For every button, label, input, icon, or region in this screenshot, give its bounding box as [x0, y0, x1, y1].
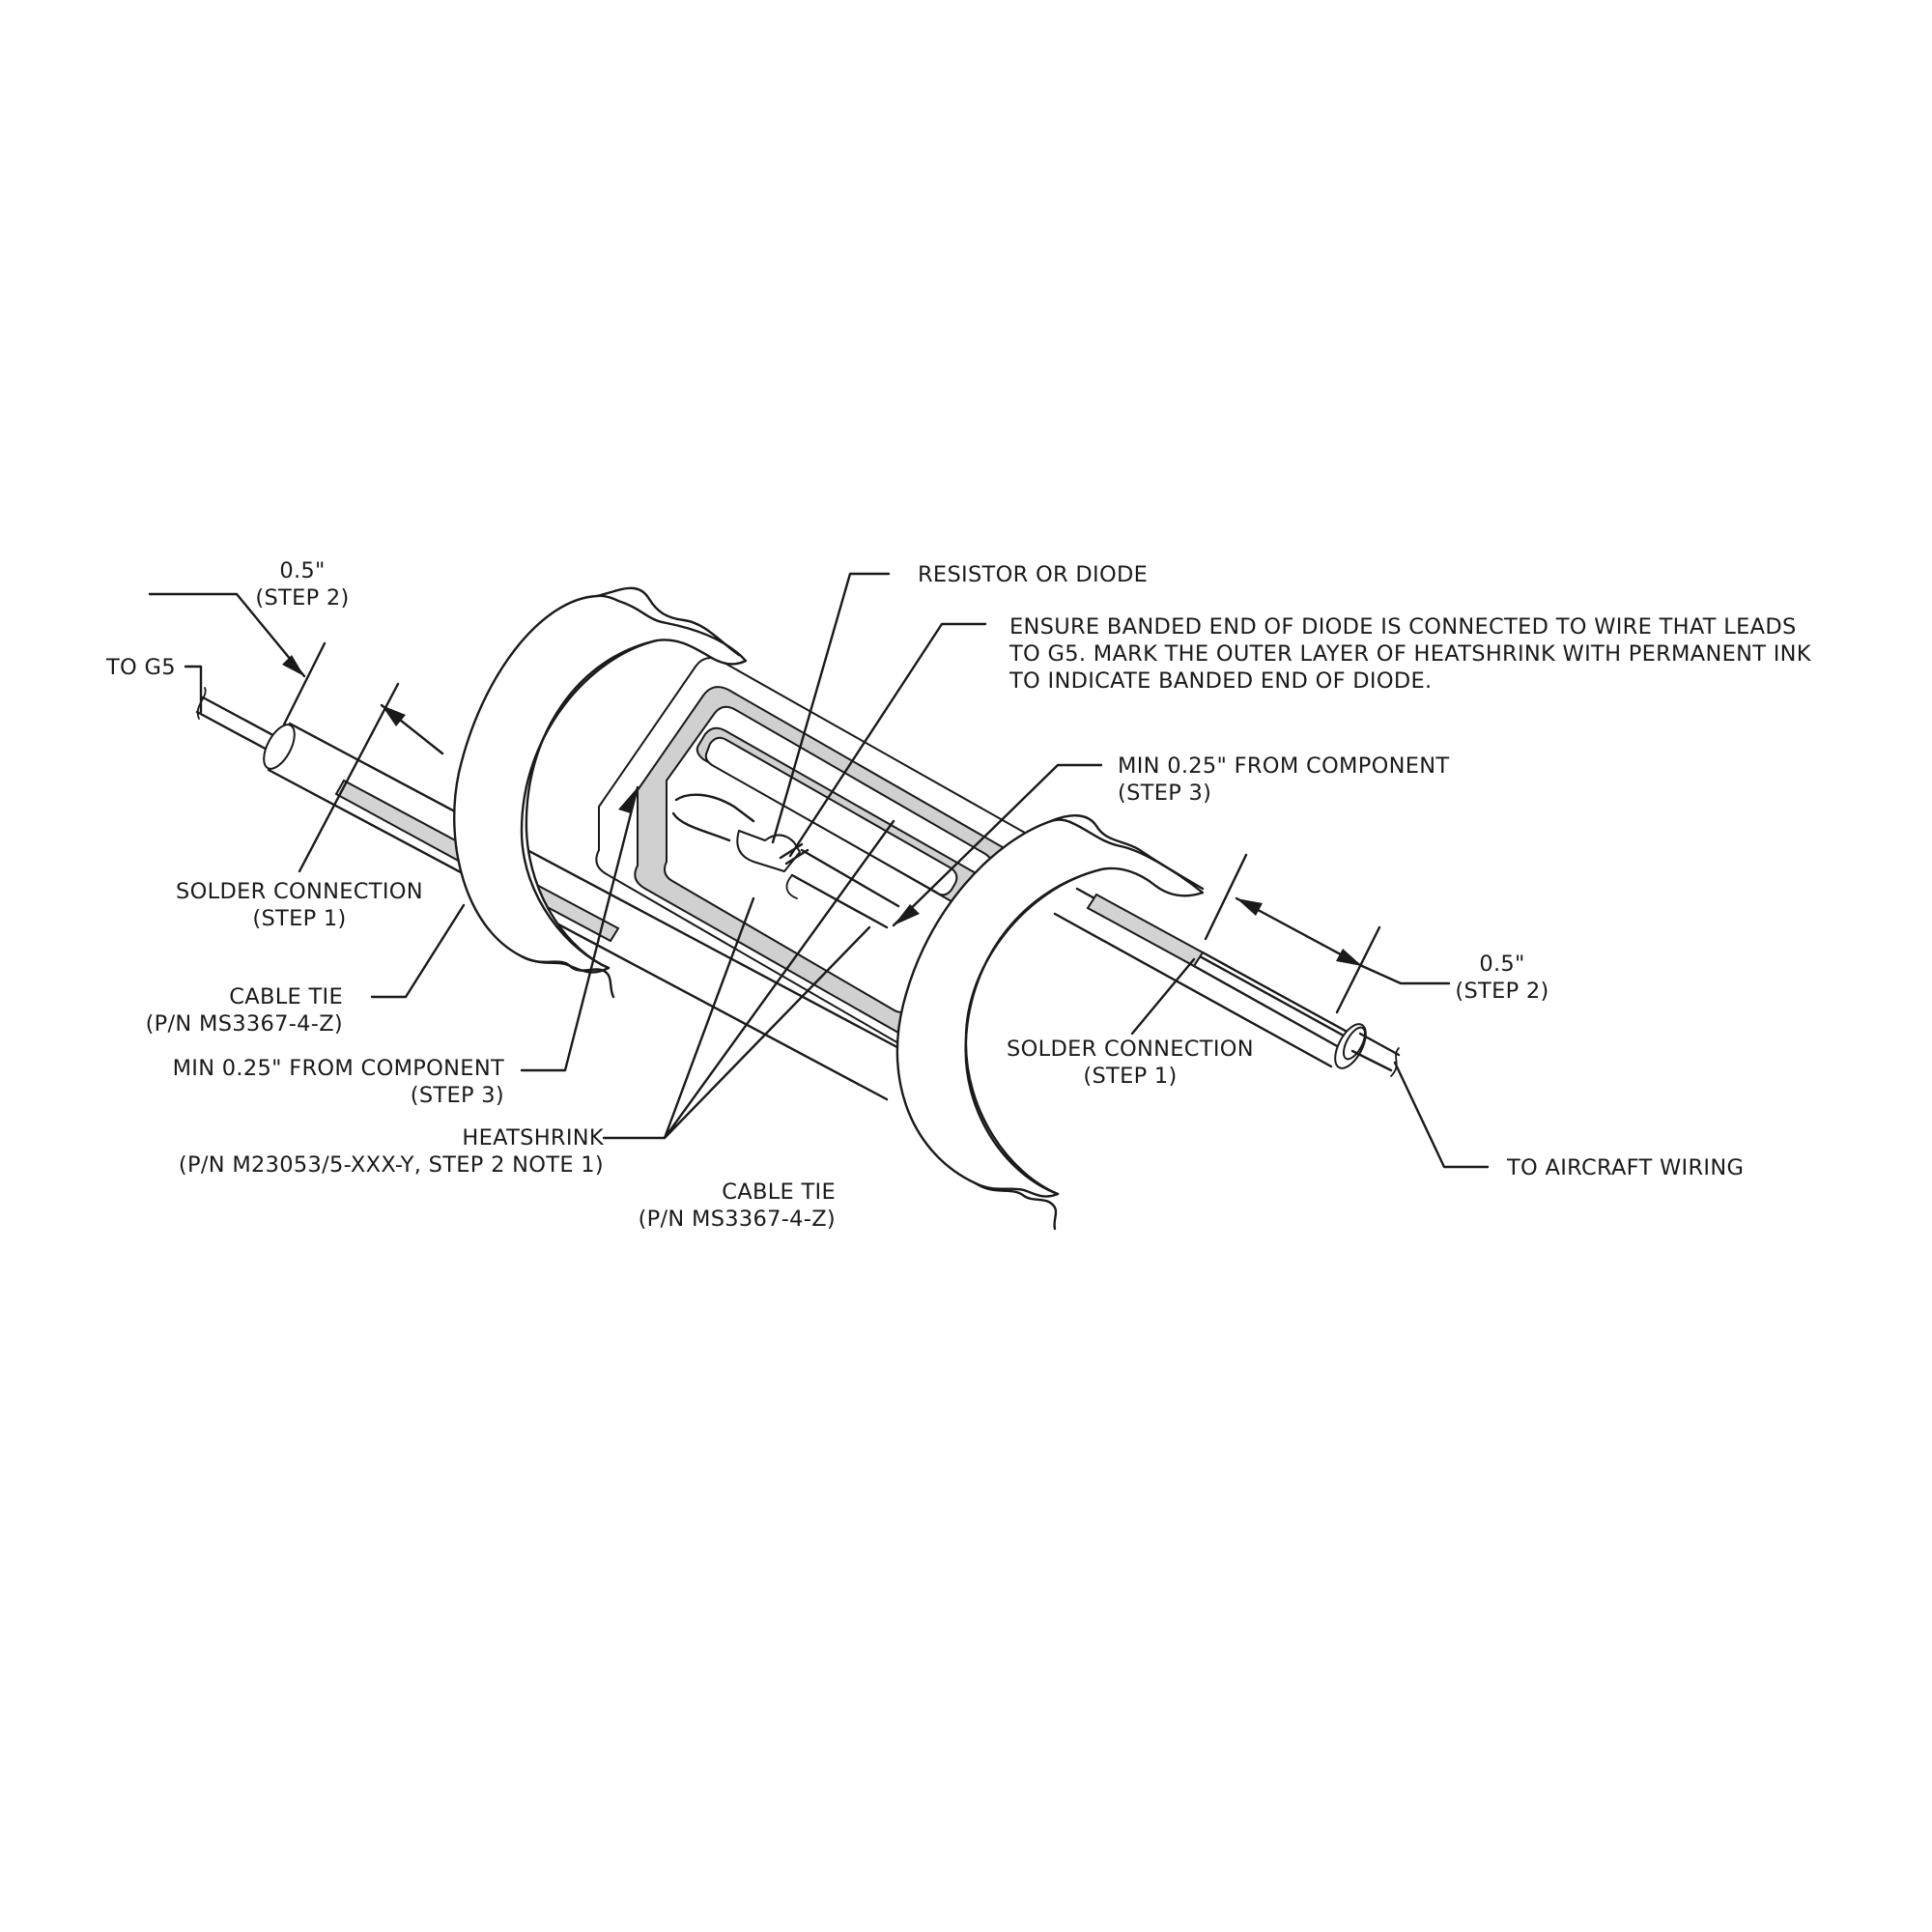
dim-right-ext-1	[1204, 853, 1248, 941]
left-sleeve-outline	[267, 722, 910, 1101]
min-right-arrow	[894, 904, 920, 925]
cable-tie-left-tail-top	[595, 586, 741, 657]
top-left-dimension-step: (STEP 2)	[255, 585, 349, 611]
dim-left-leader	[148, 592, 306, 678]
cable-tie-left-leader	[370, 903, 466, 999]
dim-left-arrow-b	[382, 705, 406, 726]
heatshrink-label: HEATSHRINK	[462, 1125, 605, 1151]
dim-left-arrow-a	[282, 655, 304, 676]
cable-tie-right	[895, 814, 1205, 1231]
to-aircraft-leader	[1393, 1061, 1490, 1169]
min-right-label: MIN 0.25" FROM COMPONENT	[1118, 753, 1449, 779]
note-line-1: ENSURE BANDED END OF DIODE IS CONNECTED …	[1009, 614, 1797, 639]
right-dimension-step: (STEP 2)	[1455, 979, 1548, 1004]
leader-lines	[148, 572, 1490, 1169]
dim-left-ext-1	[282, 641, 327, 726]
to-g5-label: TO G5	[105, 655, 176, 680]
right-dimension: 0.5"	[1479, 952, 1524, 977]
cable-tie-left-tail-bottom	[520, 954, 615, 999]
heatshrink-layers	[595, 657, 1048, 1055]
right-wire	[1350, 1032, 1401, 1072]
text-labels: 0.5" (STEP 2) TO G5 SOLDER CONNECTION (S…	[105, 558, 1812, 1232]
cable-tie-right-inner-edge	[964, 867, 1103, 1196]
cable-tie-right-pn: (P/N MS3367-4-Z)	[639, 1207, 836, 1232]
min-right-step: (STEP 3)	[1118, 781, 1211, 806]
solder-right-leader	[1130, 957, 1196, 1036]
top-left-dimension: 0.5"	[279, 558, 325, 583]
component-neck	[785, 874, 798, 899]
left-sleeve-end	[263, 724, 296, 770]
component-lead-left-lower	[671, 811, 731, 842]
cable-tie-left-label: CABLE TIE	[229, 984, 343, 1009]
resistor-or-diode-label: RESISTOR OR DIODE	[918, 562, 1148, 587]
right-wire-sleeve	[1192, 951, 1352, 1049]
solder-right-step: (STEP 1)	[1083, 1064, 1177, 1089]
cable-tie-right-tail-bottom	[974, 1181, 1058, 1231]
cable-tie-left-inner-edge	[520, 639, 659, 970]
cable-tie-right-tail-top	[1049, 814, 1205, 891]
note-leader	[788, 622, 987, 858]
to-aircraft-label: TO AIRCRAFT WIRING	[1506, 1155, 1744, 1180]
solder-left-label: SOLDER CONNECTION	[176, 879, 423, 904]
dim-right-ext-2	[1335, 925, 1381, 1014]
resistor-leader	[771, 572, 891, 844]
min-left-step: (STEP 3)	[411, 1083, 504, 1108]
dim-left-ext-2	[298, 682, 400, 873]
left-solder-band	[334, 779, 475, 866]
left-wire	[195, 696, 282, 754]
heatshrink-pn: (P/N M23053/5-XXX-Y, STEP 2 NOTE 1)	[179, 1152, 604, 1178]
right-solder-band	[1086, 893, 1205, 968]
component-body	[736, 830, 801, 872]
dim-right-arrow-a	[1236, 898, 1263, 916]
dim-right-leader	[1360, 964, 1451, 985]
component-lead-right	[790, 848, 900, 929]
to-g5-leader	[184, 665, 203, 714]
component-lead-left	[674, 793, 755, 823]
min-right-leader	[892, 763, 1103, 927]
solder-right-label: SOLDER CONNECTION	[1007, 1037, 1254, 1062]
solder-left-step: (STEP 1)	[252, 906, 346, 931]
component-window	[704, 736, 958, 896]
right-wire-break	[1390, 1047, 1400, 1077]
heatshrink-leader	[602, 819, 895, 1140]
cable-tie-right-label: CABLE TIE	[722, 1179, 836, 1205]
note-line-2: TO G5. MARK THE OUTER LAYER OF HEATSHRIN…	[1009, 641, 1812, 667]
cable-tie-left	[453, 586, 748, 999]
cable-tie-left-band	[453, 594, 748, 974]
right-wire-assembly	[1053, 887, 1401, 1077]
min-left-arrow	[618, 787, 638, 813]
diode-component	[671, 793, 900, 929]
right-sleeve-end-inner	[1342, 1026, 1367, 1061]
min-left-leader	[520, 785, 639, 1072]
min-left-label: MIN 0.25" FROM COMPONENT	[173, 1056, 504, 1081]
note-line-3: TO INDICATE BANDED END OF DIODE.	[1009, 668, 1432, 694]
dim-right-arrow-b	[1336, 949, 1362, 966]
cable-tie-left-pn: (P/N MS3367-4-Z)	[146, 1011, 343, 1037]
